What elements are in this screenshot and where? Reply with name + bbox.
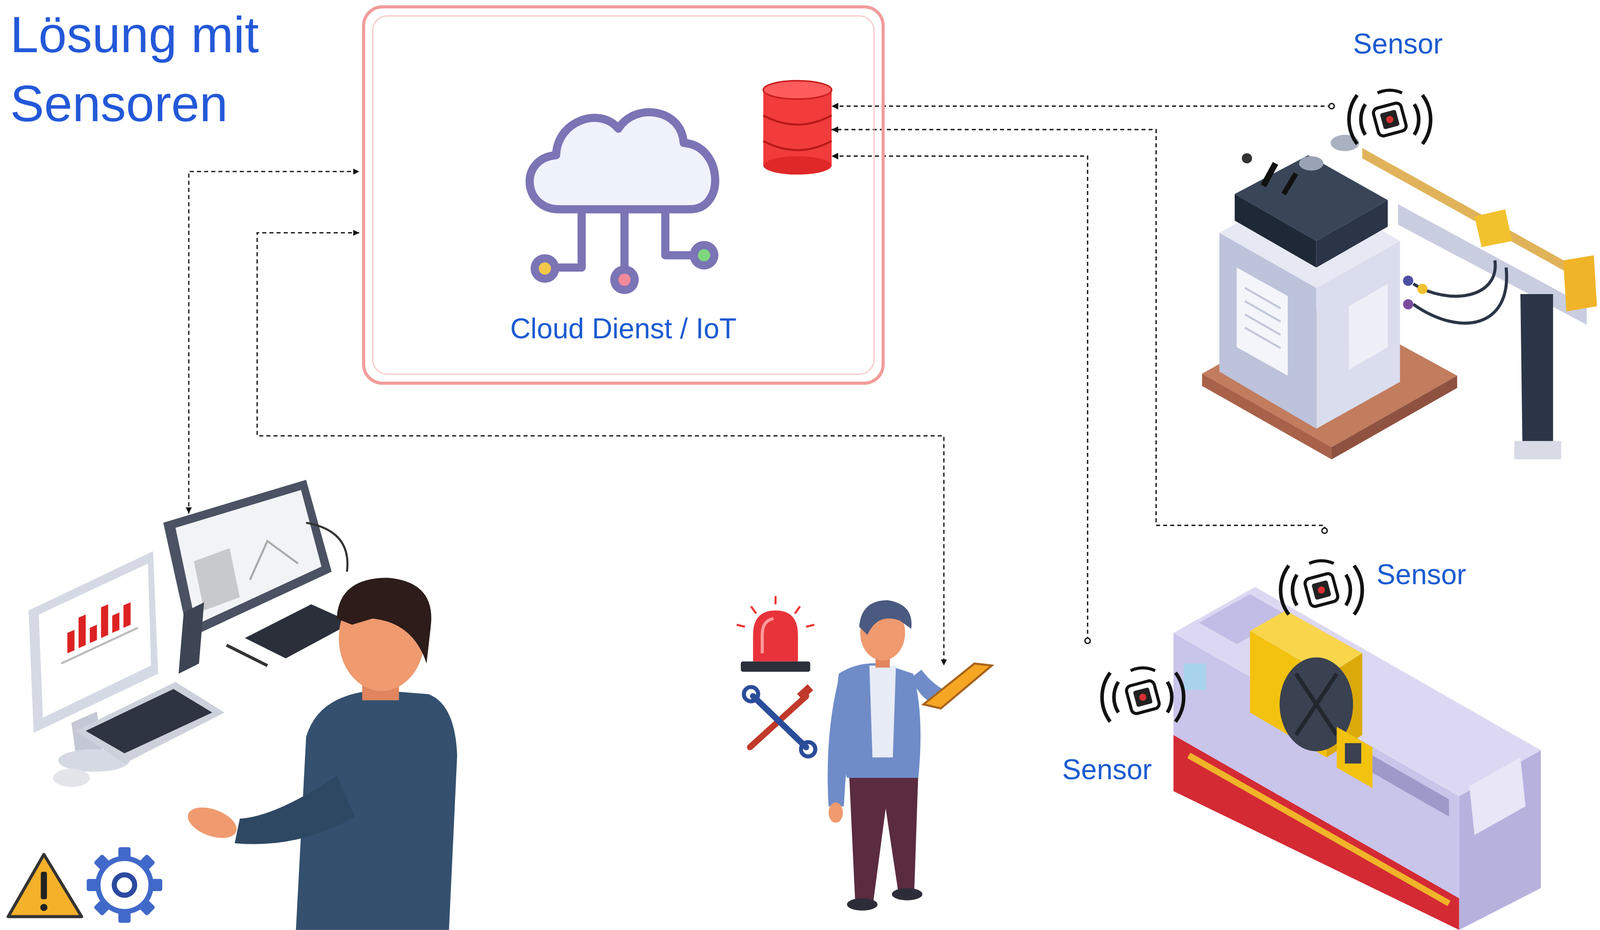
database-icon — [763, 80, 832, 175]
data-connector — [831, 129, 1328, 534]
sensor-node: Sensor — [1056, 640, 1200, 791]
connector-dot — [1084, 637, 1091, 644]
gear-icon — [86, 847, 163, 923]
worker-person — [827, 599, 992, 911]
connector-line — [831, 129, 1325, 531]
data-connector — [831, 103, 1335, 109]
sensor-label: Sensor — [1062, 752, 1153, 787]
sensor-label: Sensor — [1376, 557, 1467, 592]
cloud-service-box: Cloud Dienst / IoT — [362, 5, 885, 385]
analyst-person — [183, 577, 458, 930]
diagram-title: Lösung mit Sensoren — [10, 0, 360, 139]
service-label: Cloud Dienst / IoT — [510, 311, 737, 346]
connector-dot — [1321, 527, 1328, 534]
connector-line — [831, 105, 1332, 107]
press-machine — [1202, 134, 1597, 460]
warning-icon — [7, 854, 82, 917]
sensor-label: Sensor — [1353, 26, 1444, 62]
lathe-machine — [1173, 586, 1541, 930]
connector-line — [831, 156, 1088, 641]
sensor-icons — [1102, 90, 1431, 722]
workstation — [28, 479, 353, 787]
connector-dot — [1328, 103, 1335, 109]
dashed-links — [188, 171, 944, 666]
tools-icon — [744, 683, 816, 757]
sensor-node: Sensor — [1331, 25, 1460, 174]
data-connector — [831, 156, 1091, 644]
cloud-icon — [529, 112, 719, 295]
sensor-node: Sensor — [1265, 530, 1487, 649]
alarm-light — [736, 595, 814, 672]
